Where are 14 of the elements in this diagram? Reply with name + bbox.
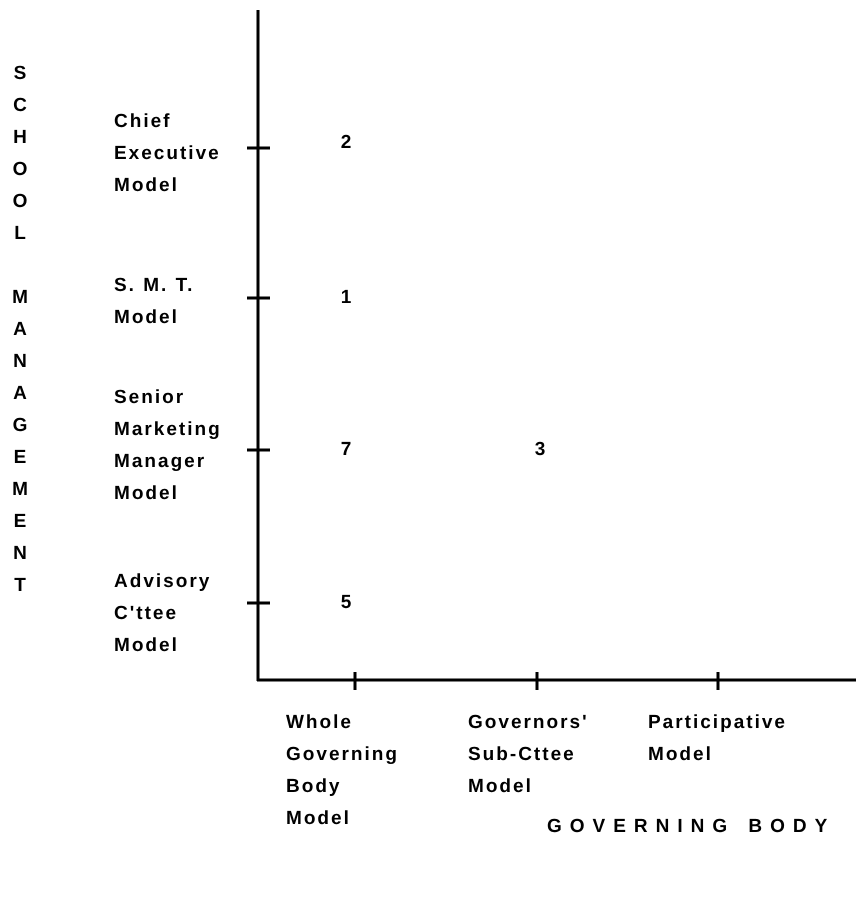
data-point-label: 2 [340, 131, 352, 155]
data-point-label: 5 [340, 591, 352, 615]
axis-category-label: Senior Marketing Manager Model [114, 386, 223, 506]
axis-title: SCHOOL MANAGEMENT [11, 62, 29, 598]
axis-category-label: Advisory C'ttee Model [114, 570, 212, 658]
data-point-label: 1 [340, 286, 352, 310]
data-point-label: 7 [340, 438, 352, 462]
axis-category-label: S. M. T. Model [114, 274, 196, 330]
data-point-label: 3 [534, 438, 546, 462]
axis-category-label: Whole Governing Body Model [286, 711, 400, 831]
axis-category-label: Participative Model [648, 711, 788, 767]
axis-title: GOVERNING BODY [547, 815, 836, 839]
axis-category-label: Governors' Sub-Cttee Model [468, 711, 590, 799]
axis-category-label: Chief Executive Model [114, 110, 222, 198]
